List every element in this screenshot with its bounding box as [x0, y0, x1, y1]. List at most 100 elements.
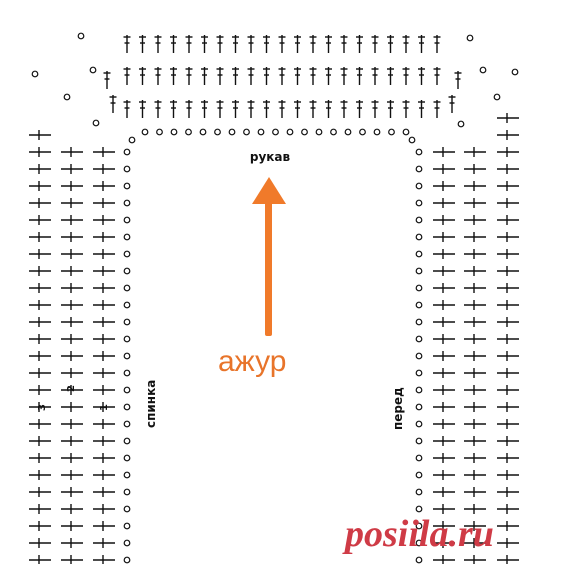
chain-symbol [214, 128, 221, 136]
chain-symbol [511, 68, 519, 76]
stitch-symbol [433, 334, 455, 344]
stitch-symbol [216, 100, 224, 118]
stitch-symbol [170, 67, 177, 85]
stitch-symbol [433, 538, 455, 548]
stitch-symbol [93, 402, 115, 412]
chain-symbol [123, 352, 131, 360]
stitch-symbol [123, 35, 131, 53]
stitch-symbol [247, 67, 255, 85]
stitch-symbol [464, 436, 486, 446]
chain-symbol [415, 182, 423, 190]
chain-symbol [415, 454, 423, 462]
stitch-symbol [93, 249, 115, 259]
stitch-symbol [497, 334, 519, 344]
stitch-symbol [464, 521, 486, 531]
stitch-symbol [201, 100, 208, 118]
stitch-symbol [309, 35, 317, 53]
stitch-symbol [247, 100, 255, 118]
stitch-symbol [464, 334, 486, 344]
chain-symbol [415, 233, 423, 241]
stitch-symbol [497, 181, 519, 191]
stitch-symbol [497, 283, 519, 293]
label-back: спинка [144, 380, 158, 428]
chain-symbol [123, 182, 131, 190]
chain-symbol [123, 216, 131, 224]
label-front: перед [391, 387, 405, 430]
stitch-symbol [93, 555, 115, 564]
chain-symbol [415, 335, 423, 343]
stitch-symbol [433, 249, 455, 259]
stitch-symbol [93, 147, 115, 157]
chain-symbol [466, 34, 474, 42]
stitch-symbol [185, 100, 193, 118]
stitch-grid [29, 32, 519, 564]
stitch-symbol [433, 555, 455, 564]
stitch-symbol [278, 100, 286, 118]
stitch-symbol [433, 181, 455, 191]
stitch-symbol [497, 487, 519, 497]
stitch-symbol [371, 100, 379, 118]
chain-symbol [123, 335, 131, 343]
stitch-symbol [497, 402, 519, 412]
stitch-symbol [309, 100, 317, 118]
chain-symbol [415, 267, 423, 275]
stitch-symbol [61, 164, 83, 174]
chain-symbol [359, 128, 366, 136]
stitch-symbol [497, 351, 519, 361]
stitch-symbol [93, 232, 115, 242]
stitch-symbol [185, 35, 193, 53]
stitch-symbol [61, 300, 83, 310]
stitch-symbol [325, 100, 332, 118]
row-marker-3: 3 [37, 404, 48, 411]
chain-symbol [286, 128, 294, 136]
stitch-symbol [497, 436, 519, 446]
stitch-symbol [464, 385, 486, 395]
chain-symbol [123, 148, 131, 156]
stitch-symbol [29, 232, 51, 242]
stitch-symbol [387, 67, 394, 85]
stitch-symbol [325, 67, 332, 85]
stitch-symbol [464, 419, 486, 429]
stitch-symbol [61, 198, 83, 208]
chain-symbol [63, 93, 71, 101]
stitch-symbol [497, 317, 519, 327]
chain-symbol [156, 128, 163, 136]
stitch-symbol [123, 100, 131, 118]
stitch-symbol [61, 266, 83, 276]
chain-symbol [141, 128, 149, 136]
stitch-symbol [29, 402, 51, 412]
stitch-symbol [139, 67, 146, 85]
stitch-symbol [93, 436, 115, 446]
chain-symbol [388, 128, 395, 136]
stitch-symbol [433, 67, 441, 85]
stitch-symbol [93, 538, 115, 548]
stitch-symbol [433, 402, 455, 412]
stitch-symbol [497, 470, 519, 480]
arrow-up-icon [252, 177, 286, 336]
stitch-symbol [201, 35, 208, 53]
chain-symbol [77, 32, 85, 40]
stitch-symbol [433, 317, 455, 327]
stitch-symbol [61, 368, 83, 378]
chain-symbol [123, 437, 131, 445]
stitch-symbol [263, 100, 270, 118]
chain-symbol [228, 128, 236, 136]
stitch-symbol [433, 198, 455, 208]
stitch-symbol [433, 351, 455, 361]
stitch-symbol [433, 266, 455, 276]
stitch-symbol [93, 487, 115, 497]
stitch-symbol [294, 100, 301, 118]
stitch-symbol [464, 232, 486, 242]
stitch-symbol [278, 67, 286, 85]
stitch-symbol [464, 453, 486, 463]
stitch-symbol [29, 266, 51, 276]
stitch-symbol [497, 198, 519, 208]
stitch-symbol [61, 147, 83, 157]
stitch-symbol [29, 317, 51, 327]
stitch-symbol [464, 164, 486, 174]
chain-symbol [415, 505, 423, 513]
stitch-symbol [497, 164, 519, 174]
stitch-symbol [497, 419, 519, 429]
stitch-symbol [61, 402, 83, 412]
chain-symbol [89, 66, 97, 74]
